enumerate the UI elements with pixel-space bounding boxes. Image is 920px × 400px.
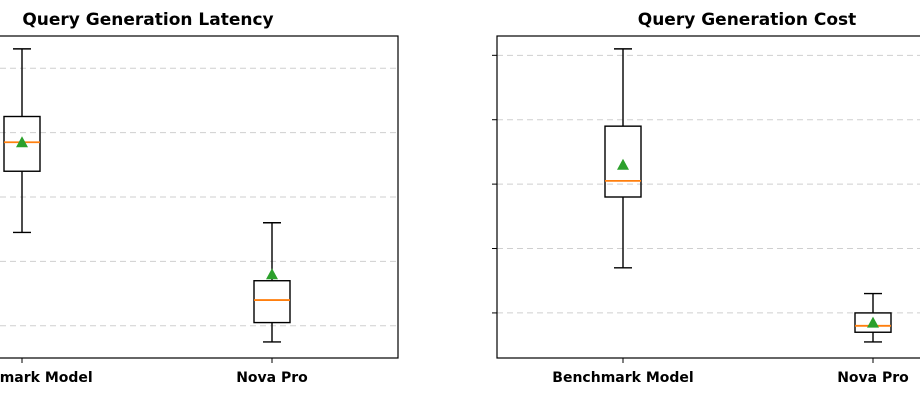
box-iqr — [854, 312, 892, 333]
plot-frame — [496, 35, 920, 359]
mean-marker — [867, 316, 879, 328]
chart-title: Query Generation Cost — [638, 10, 857, 30]
x-tick-label: Benchmark Model — [0, 370, 93, 386]
box-iqr — [604, 125, 642, 198]
box-iqr — [3, 115, 41, 172]
x-tick-label: Nova Pro — [837, 370, 909, 386]
mean-marker — [16, 136, 28, 148]
x-tick-label: Benchmark Model — [552, 370, 693, 386]
plot-frame — [0, 35, 399, 359]
chart-title: Query Generation Latency — [22, 10, 273, 30]
mean-marker — [266, 268, 278, 280]
x-tick-label: Nova Pro — [236, 370, 308, 386]
box-iqr — [253, 280, 291, 324]
mean-marker — [617, 158, 629, 170]
